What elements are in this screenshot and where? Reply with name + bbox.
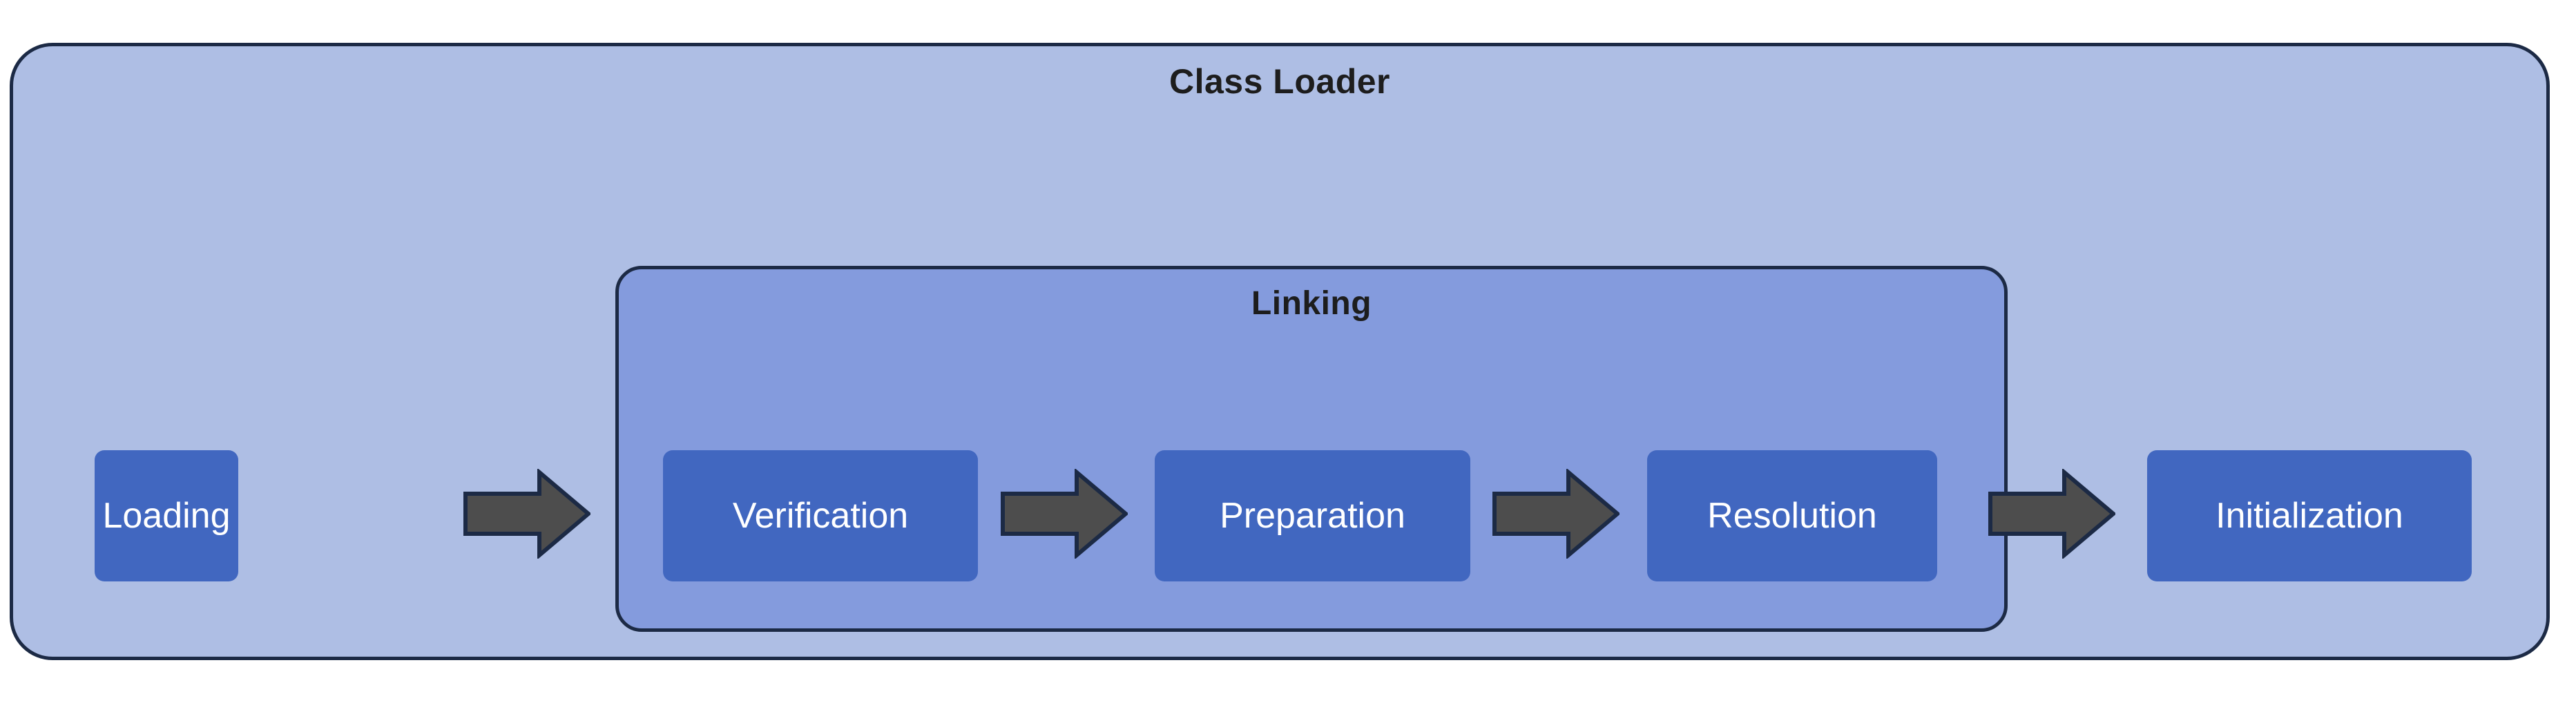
stage-box-verification[interactable]: Verification: [663, 450, 978, 581]
class-loader-title: Class Loader: [1169, 62, 1390, 101]
linking-title: Linking: [1251, 285, 1372, 322]
class-loader-container: Class Loader Loading Linking Verificatio…: [10, 43, 2550, 660]
stage-box-preparation[interactable]: Preparation: [1155, 450, 1470, 581]
stage-label-resolution: Resolution: [1707, 496, 1877, 536]
stage-box-initialization[interactable]: Initialization: [2147, 450, 2472, 581]
arrow-right-icon-2: [1001, 469, 1128, 559]
stage-label-preparation: Preparation: [1220, 496, 1405, 536]
arrow-right-icon-4: [1988, 469, 2115, 559]
stage-label-loading: Loading: [102, 496, 231, 536]
stage-label-verification: Verification: [732, 496, 909, 536]
stage-box-loading[interactable]: Loading: [95, 450, 238, 581]
arrow-right-icon-1: [463, 469, 590, 559]
stage-box-resolution[interactable]: Resolution: [1647, 450, 1937, 581]
arrow-right-icon-3: [1492, 469, 1619, 559]
stage-label-initialization: Initialization: [2215, 496, 2403, 536]
